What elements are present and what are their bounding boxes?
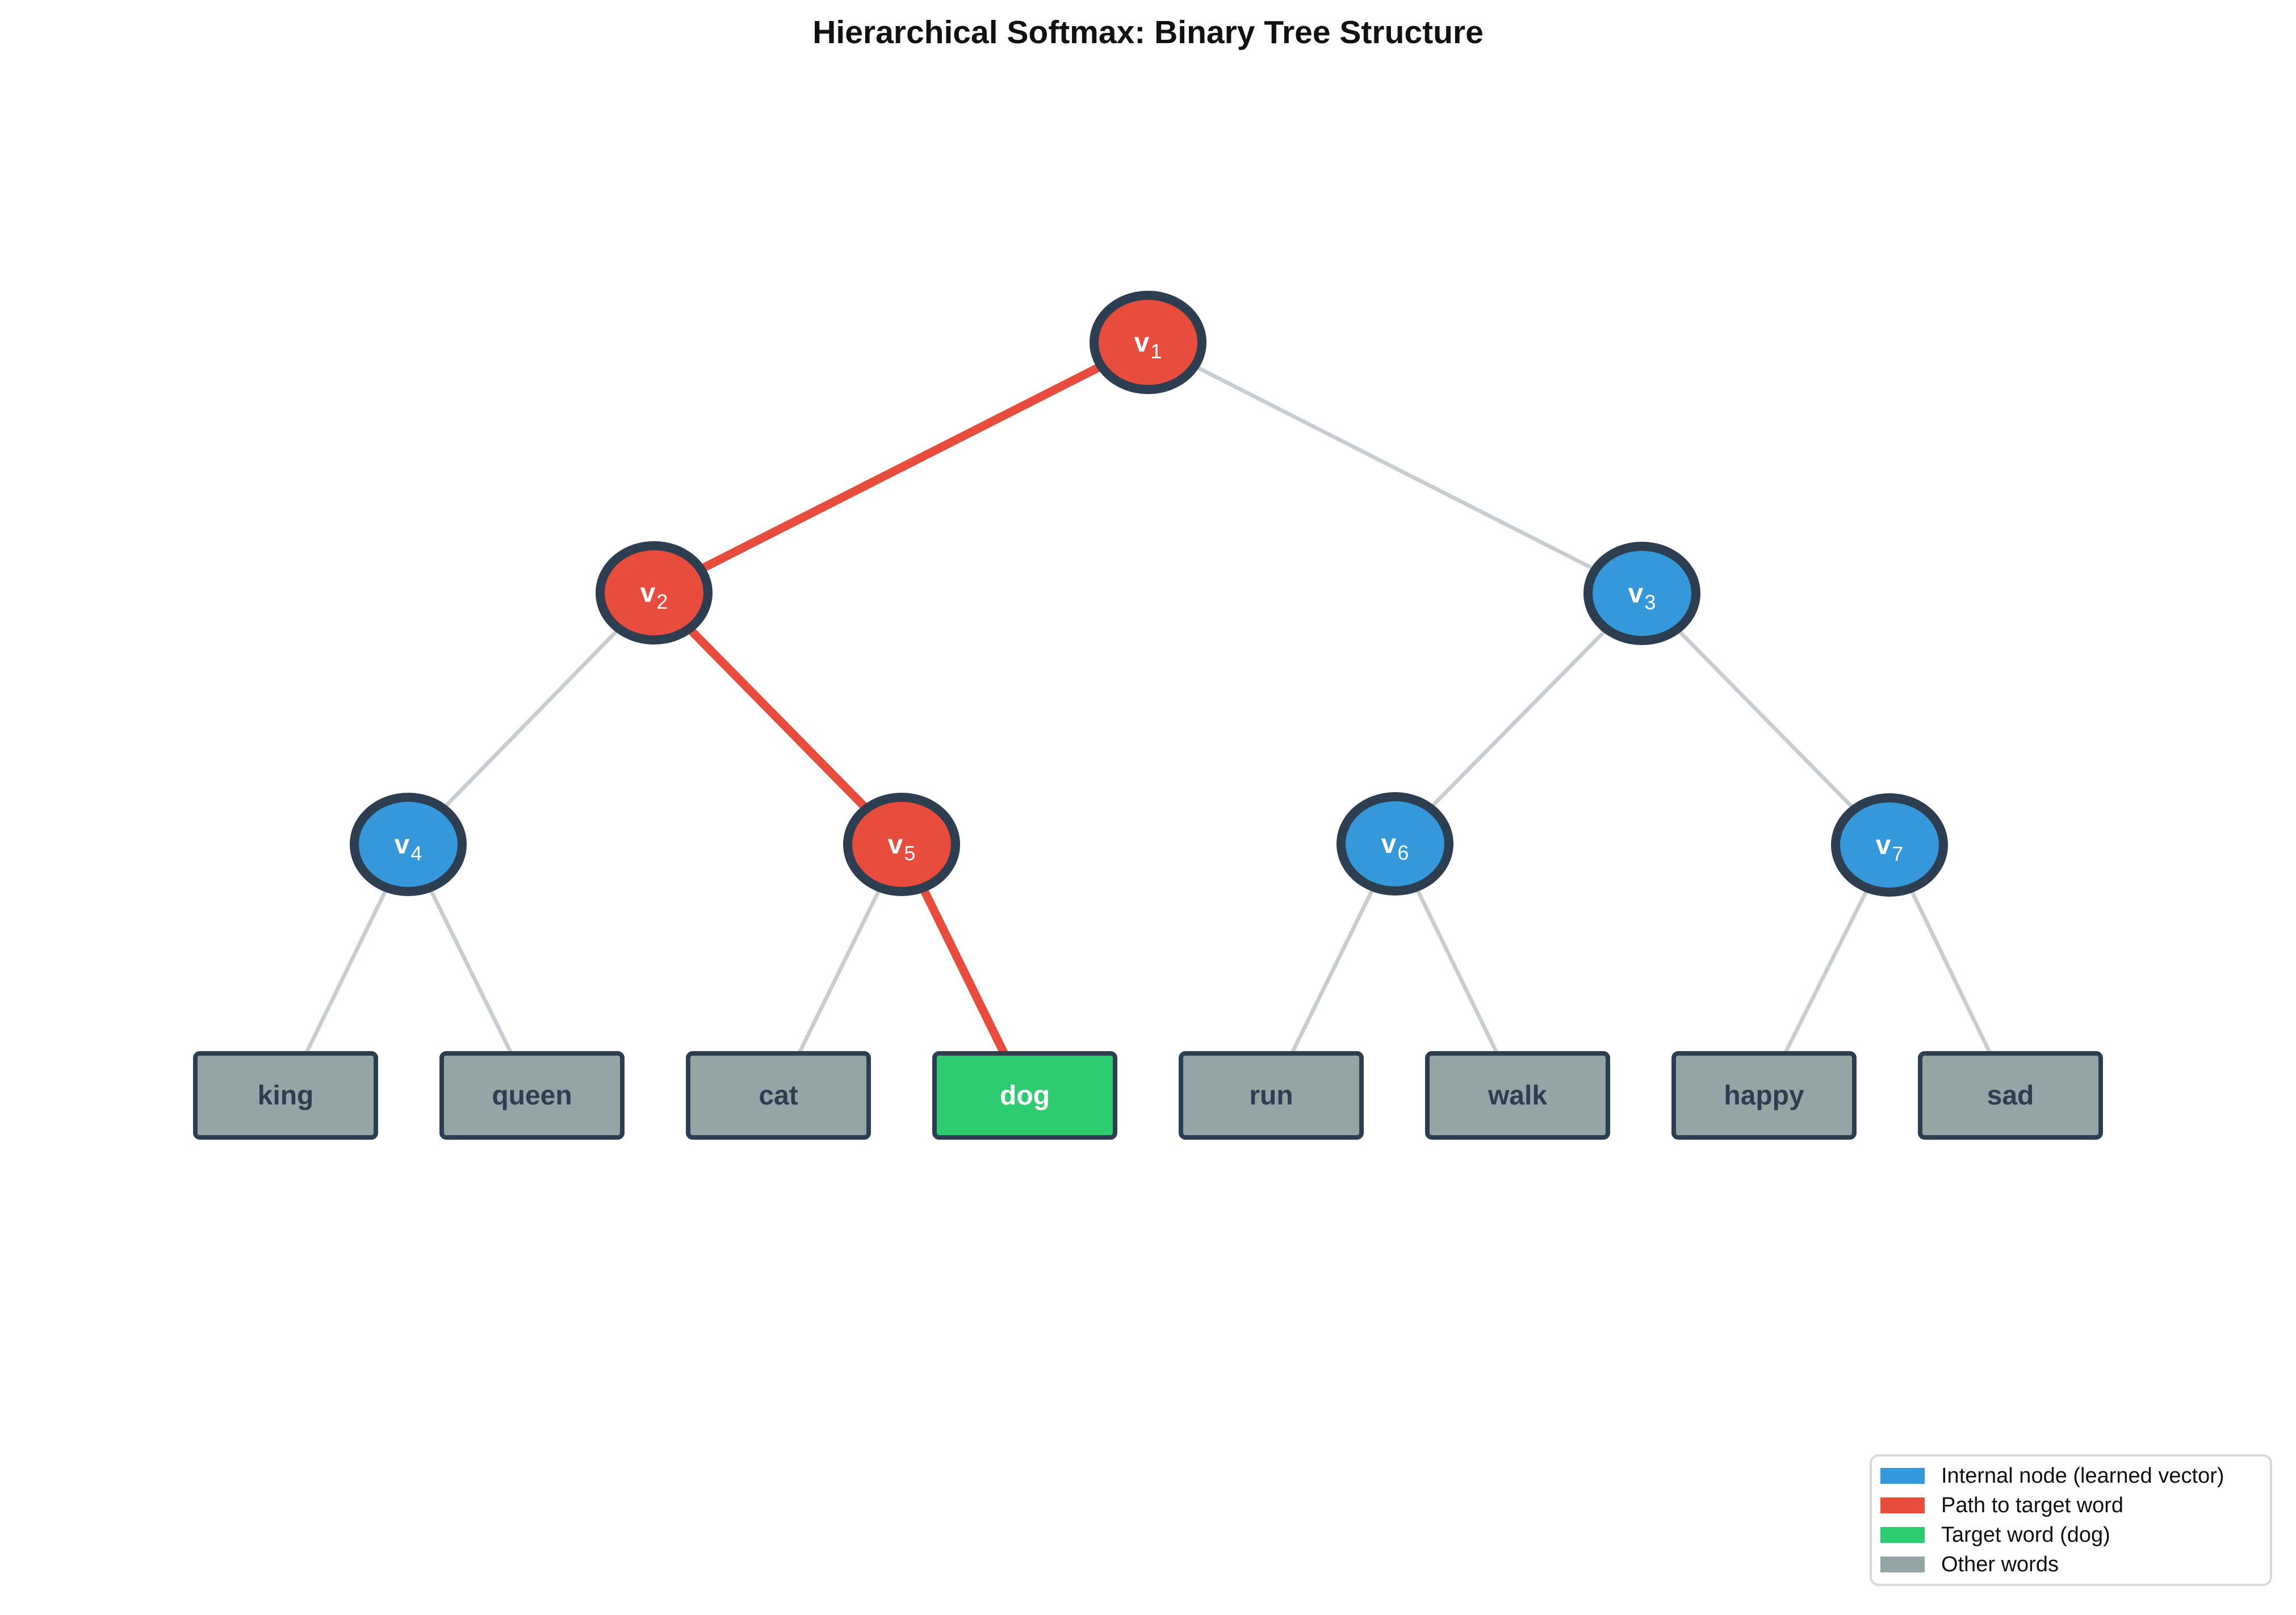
legend-item-other-words: Other words bbox=[1880, 1550, 2264, 1579]
tree-node-v7: v7 bbox=[1831, 793, 1948, 897]
legend-label: Target word (dog) bbox=[1941, 1522, 2110, 1547]
legend-label: Path to target word bbox=[1941, 1493, 2124, 1517]
node-label: v7 bbox=[1875, 830, 1904, 865]
leaf-label: dog bbox=[1000, 1080, 1050, 1111]
leaf-word-sad: sad bbox=[1918, 1051, 2103, 1140]
tree-node-v2: v2 bbox=[596, 541, 713, 645]
legend-swatch-green bbox=[1880, 1527, 1925, 1543]
edge-v2-v4 bbox=[407, 591, 656, 846]
node-label: v6 bbox=[1381, 829, 1409, 864]
leaf-label: cat bbox=[759, 1080, 798, 1111]
leaf-label: king bbox=[257, 1080, 314, 1111]
node-subscript: 4 bbox=[410, 841, 422, 865]
leaf-label: run bbox=[1249, 1080, 1293, 1111]
leaf-label: sad bbox=[1987, 1080, 2034, 1111]
node-subscript: 6 bbox=[1397, 840, 1409, 864]
edge-v3-v7 bbox=[1640, 592, 1891, 847]
leaf-label: happy bbox=[1724, 1080, 1804, 1111]
node-subscript: 3 bbox=[1644, 590, 1656, 614]
legend-label: Internal node (learned vector) bbox=[1941, 1463, 2224, 1488]
node-subscript: 5 bbox=[904, 841, 916, 865]
node-label: v2 bbox=[640, 578, 668, 613]
edge-v3-v6 bbox=[1393, 592, 1644, 846]
node-label: v1 bbox=[1134, 327, 1162, 363]
legend-item-internal-node: Internal node (learned vector) bbox=[1880, 1461, 2264, 1491]
legend-item-path: Path to target word bbox=[1880, 1491, 2264, 1520]
tree-node-v5: v5 bbox=[843, 793, 960, 896]
edge-v1-v3 bbox=[1147, 340, 1643, 596]
legend-box: Internal node (learned vector) Path to t… bbox=[1870, 1454, 2272, 1586]
leaf-word-queen: queen bbox=[439, 1051, 625, 1140]
tree-node-v3: v3 bbox=[1583, 542, 1700, 645]
node-label: v5 bbox=[887, 829, 916, 865]
legend-swatch-red bbox=[1880, 1497, 1925, 1513]
edge-path-v2-v5 bbox=[651, 589, 905, 848]
leaf-word-walk: walk bbox=[1425, 1051, 1610, 1140]
node-label: v3 bbox=[1628, 578, 1656, 614]
node-subscript: 2 bbox=[656, 589, 668, 613]
leaf-label: walk bbox=[1488, 1080, 1548, 1111]
legend-label: Other words bbox=[1941, 1552, 2059, 1576]
tree-node-v1: v1 bbox=[1090, 291, 1206, 394]
leaf-word-king: king bbox=[193, 1051, 378, 1140]
edge-path-v1-v2 bbox=[652, 338, 1150, 597]
node-subscript: 7 bbox=[1892, 842, 1904, 865]
legend-swatch-gray bbox=[1880, 1557, 1925, 1572]
leaf-word-dog-target: dog bbox=[932, 1051, 1117, 1140]
leaf-word-happy: happy bbox=[1671, 1051, 1857, 1140]
leaf-label: queen bbox=[492, 1080, 572, 1111]
node-label: v4 bbox=[394, 829, 422, 865]
node-subscript: 1 bbox=[1150, 339, 1162, 363]
tree-node-v4: v4 bbox=[350, 793, 467, 896]
figure-title: Hierarchical Softmax: Binary Tree Struct… bbox=[812, 14, 1484, 51]
leaf-word-run: run bbox=[1179, 1051, 1364, 1140]
legend-item-target-word: Target word (dog) bbox=[1880, 1520, 2264, 1550]
tree-node-v6: v6 bbox=[1336, 792, 1453, 896]
leaf-word-cat: cat bbox=[686, 1051, 871, 1140]
legend-swatch-blue bbox=[1880, 1468, 1925, 1484]
